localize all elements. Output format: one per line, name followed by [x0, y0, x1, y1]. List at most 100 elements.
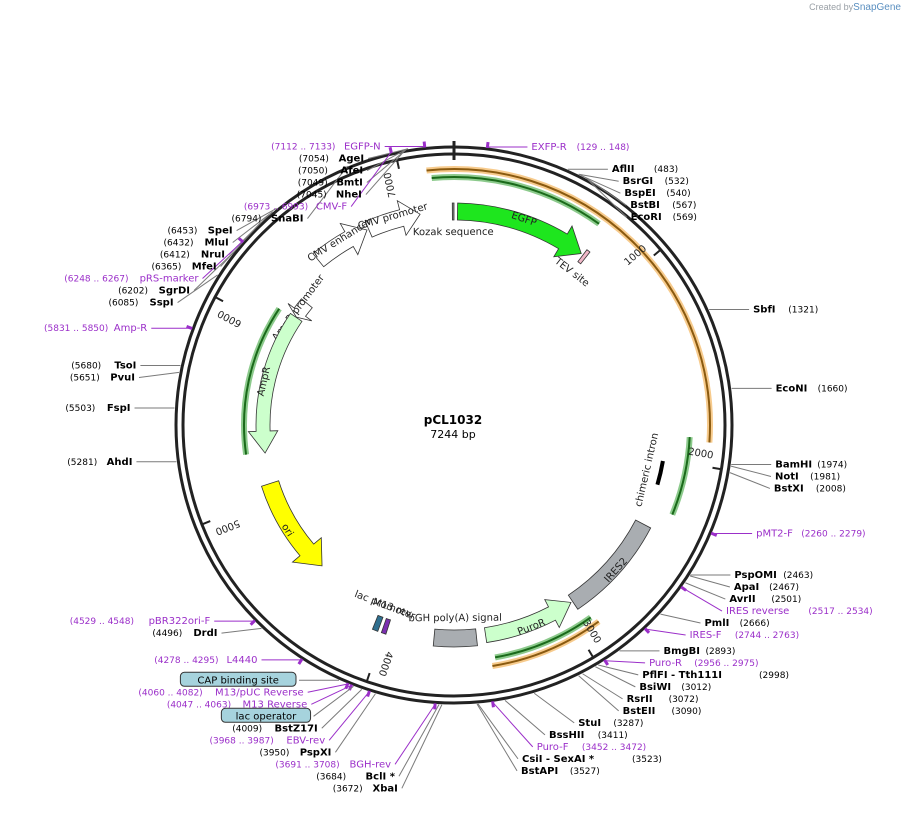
- label-name: CAP binding site: [197, 675, 279, 686]
- label-position: (5281): [67, 458, 97, 468]
- tick-mark: [587, 649, 595, 659]
- leader-line: [220, 222, 261, 267]
- label-position: (1974): [817, 460, 847, 470]
- orf-green-intron: [671, 437, 691, 515]
- EGFP: [456, 202, 582, 258]
- label-name: IRES-F: [690, 630, 722, 641]
- label-position: (3012): [681, 683, 711, 693]
- label-name: CMV-F: [316, 202, 347, 213]
- label-position: (2260 .. 2279): [801, 530, 865, 540]
- map-label: IRES-F (2744 .. 2763): [690, 630, 799, 641]
- map-label: PvuI(5651): [70, 372, 135, 383]
- map-label: AhdI(5281): [67, 457, 132, 468]
- label-name: PspXI: [300, 747, 332, 758]
- label-position: (2744 .. 2763): [735, 631, 799, 641]
- credit-brand: SnapGene: [853, 2, 901, 13]
- tev-site: [577, 249, 591, 265]
- map-label: pRS-marker(6248 .. 6267): [64, 274, 199, 285]
- label-position: (3950): [259, 748, 289, 758]
- label-name: BssHII: [549, 730, 584, 741]
- primer-mark: [491, 701, 495, 708]
- map-label: EBV-rev(3968 .. 3987): [209, 735, 325, 746]
- label-position: (3090): [671, 707, 701, 717]
- map-label: BclI *(3684): [316, 771, 395, 782]
- map-label: CsiI - SexAI *(3523): [522, 754, 662, 765]
- leader-line: [598, 664, 639, 676]
- label-position: (4047 .. 4063): [167, 700, 231, 710]
- label-name: EXFP-R: [531, 142, 566, 153]
- backbone-ring: [174, 141, 734, 705]
- kozak-label: Kozak sequence: [413, 227, 494, 238]
- label-name: BstEII: [623, 706, 656, 717]
- map-label: BspEI(540): [624, 188, 690, 199]
- map-label: PspXI (3950): [259, 747, 331, 758]
- label-position: (3523): [632, 755, 662, 765]
- label-position: (3452 .. 3472): [582, 743, 646, 753]
- leader-line: [394, 704, 436, 765]
- label-name: Puro-R: [649, 658, 682, 669]
- leader-line: [398, 704, 440, 777]
- map-label: SpeI(6453): [167, 226, 232, 237]
- label-position: (2463): [783, 571, 813, 581]
- map-label: AvrII(2501): [729, 594, 801, 605]
- map-label: EcoNI(1660): [776, 383, 848, 394]
- label-position: (4496): [152, 629, 182, 639]
- label-position: (7112 .. 7133): [271, 143, 335, 153]
- map-label: EGFP-N(7112 .. 7133): [271, 142, 380, 153]
- map-label: TsoI(5680): [71, 360, 136, 371]
- map-label: pMT2-F (2260 .. 2279): [756, 529, 865, 540]
- label-name: M13 Reverse: [243, 699, 308, 710]
- primer-mark: [485, 141, 490, 149]
- ampr-promoter: [287, 298, 313, 322]
- label-layer: EGFP-N(7112 .. 7133)AgeI(7054)AfeI(7050)…: [44, 142, 873, 795]
- label-position: (2517 .. 2534): [808, 607, 872, 617]
- orf-green-puro: [494, 616, 592, 659]
- map-label: BstXI(2008): [774, 483, 846, 494]
- label-name: pMT2-F: [756, 529, 793, 540]
- leader-line: [350, 151, 392, 207]
- leader-line: [193, 251, 235, 291]
- label-name: NruI: [201, 250, 225, 261]
- tick-mark: [712, 466, 722, 471]
- leader-line: [401, 704, 443, 789]
- label-position: (4009): [232, 724, 262, 734]
- leader-line: [177, 274, 218, 303]
- map-label: CMV-F(6973 .. 6993): [244, 202, 348, 213]
- m13-rev: [380, 617, 392, 635]
- map-label: AgeI(7054): [299, 154, 364, 165]
- map-label: BmtI(7049): [298, 178, 363, 189]
- primer-mark: [237, 237, 245, 244]
- leader-line: [365, 148, 407, 195]
- tick-mark: [214, 296, 224, 303]
- tev-site-label: TEV site: [551, 255, 591, 289]
- label-position: (2008): [816, 484, 846, 494]
- map-label: BstZ17I(4009): [232, 723, 318, 734]
- leader-line: [660, 613, 701, 624]
- ampr: [247, 312, 303, 454]
- map-label: BstEII (3090): [623, 706, 702, 717]
- leader-line: [578, 675, 619, 712]
- tick-mark: [201, 520, 211, 526]
- label-position: (3684): [316, 772, 346, 782]
- label-position: (483): [654, 165, 678, 175]
- label-name: BamHI: [775, 459, 812, 470]
- map-label: lac operator: [220, 707, 312, 723]
- leader-line: [645, 628, 686, 636]
- primer-mark: [643, 627, 651, 634]
- map-label: L4440(4278 .. 4295): [154, 655, 257, 666]
- leader-line: [476, 703, 518, 772]
- label-position: (1981): [810, 472, 840, 482]
- map-label: BsiWI(3012): [639, 682, 711, 693]
- primer-mark: [366, 690, 371, 698]
- leader-line: [730, 465, 772, 477]
- map-label: SbfI(1321): [753, 305, 818, 316]
- label-position: (2956 .. 2975): [694, 659, 758, 669]
- label-position: (4060 .. 4082): [138, 688, 202, 698]
- leader-line: [366, 148, 408, 171]
- label-position: (1321): [788, 306, 818, 316]
- map-label: BssHII(3411): [549, 730, 628, 741]
- leader-line: [313, 685, 354, 717]
- label-name: DrdI: [193, 628, 217, 639]
- label-name: AvrII: [729, 594, 755, 605]
